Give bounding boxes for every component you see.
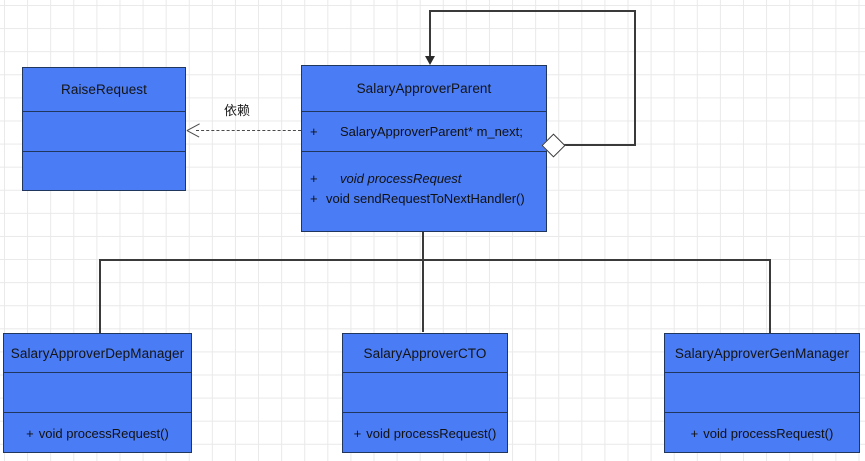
class-salary-approver-cto-operations: + void processRequest() <box>343 412 507 454</box>
class-raise-request-title: RaiseRequest <box>61 82 147 97</box>
operation-row: + void processRequest() <box>691 427 834 441</box>
operation-row: + void processRequest() <box>354 427 497 441</box>
operation-row: + void processRequest() <box>26 427 169 441</box>
dependency-label: 依赖 <box>224 104 251 119</box>
operation-visibility: + <box>353 425 362 441</box>
attribute-signature: SalaryApproverParent* m_next; <box>340 123 523 139</box>
operation-visibility: + <box>310 190 318 206</box>
class-salary-approver-cto-title: SalaryApproverCTO <box>363 345 487 361</box>
class-salary-approver-dep-manager-attributes <box>4 372 191 412</box>
class-raise-request[interactable]: RaiseRequest <box>22 67 186 191</box>
class-salary-approver-parent[interactable]: SalaryApproverParent + SalaryApproverPar… <box>301 65 547 232</box>
generalization-stem-upper <box>422 231 424 260</box>
aggregation-arrowhead-icon <box>425 56 435 65</box>
operation-visibility: + <box>310 170 318 186</box>
aggregation-segment-up <box>634 10 636 146</box>
class-salary-approver-cto-attributes <box>343 372 507 412</box>
generalization-crossbar <box>99 259 771 261</box>
aggregation-segment-top <box>429 10 636 12</box>
class-salary-approver-gen-manager-operations: + void processRequest() <box>665 412 859 454</box>
class-salary-approver-parent-operations: + void processRequest + void sendRequest… <box>302 151 546 231</box>
operation-signature: void processRequest() <box>703 425 834 441</box>
attribute-row: + SalaryApproverParent* m_next; <box>310 125 523 139</box>
attribute-visibility: + <box>310 123 318 139</box>
aggregation-segment-right <box>556 144 636 146</box>
class-raise-request-operations <box>23 151 185 190</box>
dependency-line <box>196 130 301 131</box>
class-salary-approver-dep-manager-operations: + void processRequest() <box>4 412 191 454</box>
operation-visibility: + <box>690 425 699 441</box>
class-salary-approver-gen-manager-attributes <box>665 372 859 412</box>
operation-row: + void processRequest <box>310 172 546 186</box>
generalization-drop-gen-manager <box>769 259 771 333</box>
aggregation-segment-down <box>429 10 431 58</box>
class-raise-request-attributes <box>23 111 185 151</box>
generalization-stem-to-parent <box>422 259 424 332</box>
class-salary-approver-gen-manager[interactable]: SalaryApproverGenManager + void processR… <box>664 333 860 453</box>
generalization-drop-dep-manager <box>99 259 101 333</box>
class-salary-approver-parent-attributes: + SalaryApproverParent* m_next; <box>302 111 546 151</box>
class-salary-approver-dep-manager[interactable]: SalaryApproverDepManager + void processR… <box>3 333 192 453</box>
class-salary-approver-parent-title: SalaryApproverParent <box>356 81 492 96</box>
operation-visibility: + <box>26 425 34 441</box>
operation-signature: void processRequest() <box>366 425 497 441</box>
operation-signature: void processRequest <box>340 170 462 186</box>
operation-row: + void sendRequestToNextHandler() <box>310 190 546 206</box>
class-salary-approver-gen-manager-title: SalaryApproverGenManager <box>674 345 850 361</box>
operation-signature: void processRequest() <box>38 425 169 441</box>
operation-signature: void sendRequestToNextHandler() <box>326 190 525 206</box>
class-salary-approver-dep-manager-title: SalaryApproverDepManager <box>10 345 185 361</box>
class-salary-approver-cto[interactable]: SalaryApproverCTO + void processRequest(… <box>342 333 508 453</box>
